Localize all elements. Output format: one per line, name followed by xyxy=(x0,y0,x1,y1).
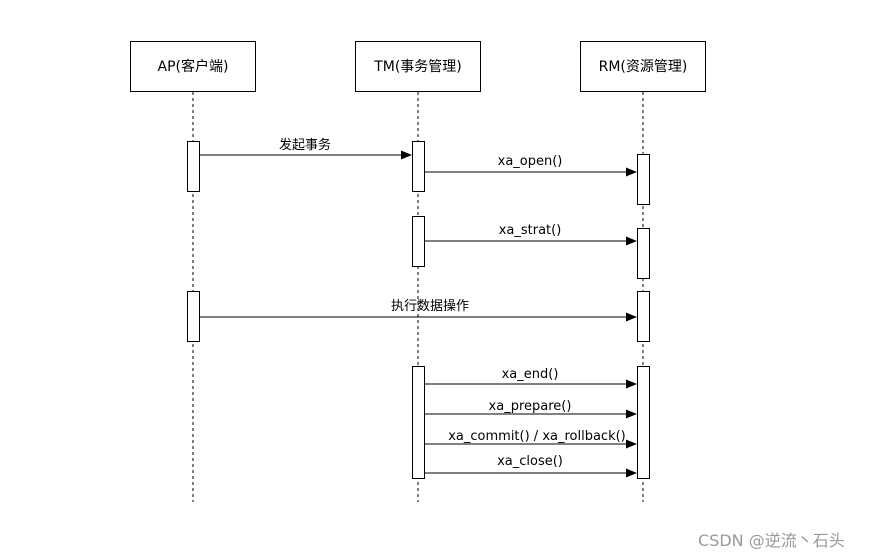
activation-rm-2 xyxy=(637,228,650,279)
message-execute-data-operation: 执行数据操作 xyxy=(200,298,637,322)
activation-tm-2 xyxy=(412,216,425,267)
message-label-start-transaction: 发起事务 xyxy=(279,137,331,153)
activation-ap-2 xyxy=(187,291,200,342)
message-label-xa-commit-rollback: xa_commit() / xa_rollback() xyxy=(448,429,626,444)
message-label-xa-strat: xa_strat() xyxy=(499,223,562,238)
message-xa-commit-rollback: xa_commit() / xa_rollback() xyxy=(425,429,637,449)
message-xa-strat: xa_strat() xyxy=(425,223,637,246)
message-label-execute-data-operation: 执行数据操作 xyxy=(391,298,469,314)
message-xa-end: xa_end() xyxy=(425,367,637,389)
activation-tm-1 xyxy=(412,141,425,192)
participant-rm: RM(资源管理) xyxy=(580,41,706,92)
activation-tm-3 xyxy=(412,366,425,479)
participant-rm-label: RM(资源管理) xyxy=(599,59,688,75)
message-label-xa-open: xa_open() xyxy=(498,154,563,169)
message-label-xa-close: xa_close() xyxy=(497,454,563,469)
message-xa-close: xa_close() xyxy=(425,454,637,478)
participant-ap: AP(客户端) xyxy=(130,41,256,92)
activation-rm-4 xyxy=(637,366,650,479)
message-start-transaction: 发起事务 xyxy=(200,137,412,160)
activation-rm-3 xyxy=(637,291,650,342)
message-label-xa-end: xa_end() xyxy=(502,367,559,382)
participant-tm-label: TM(事务管理) xyxy=(373,59,462,75)
activation-rm-1 xyxy=(637,154,650,205)
message-label-xa-prepare: xa_prepare() xyxy=(489,399,572,414)
message-xa-open: xa_open() xyxy=(425,154,637,177)
activation-ap-1 xyxy=(187,141,200,192)
participant-ap-label: AP(客户端) xyxy=(158,58,229,75)
participant-tm: TM(事务管理) xyxy=(355,41,481,92)
message-xa-prepare: xa_prepare() xyxy=(425,399,637,419)
watermark: CSDN @逆流丶石头 xyxy=(698,531,845,550)
